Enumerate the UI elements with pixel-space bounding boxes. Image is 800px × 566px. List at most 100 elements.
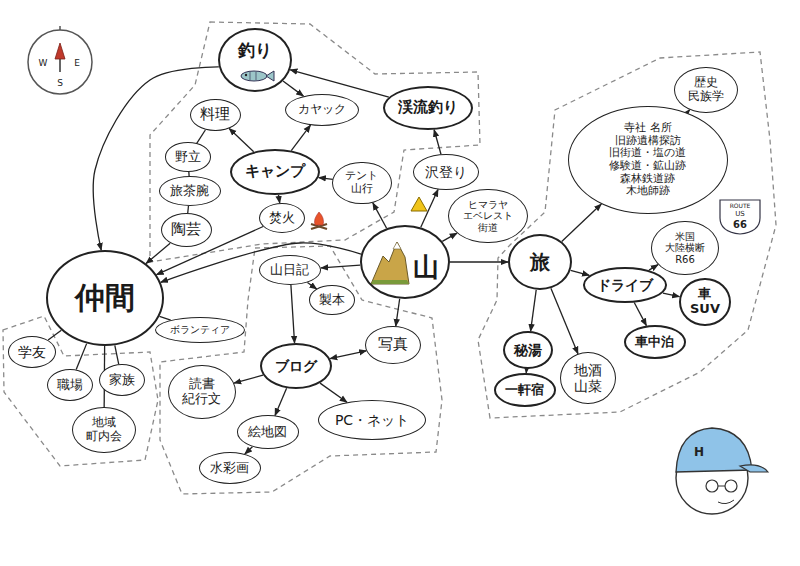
connector-arrow: [48, 330, 61, 340]
fish-icon: [241, 71, 274, 81]
topic-bubble: 読書 紀行文: [168, 365, 236, 419]
mountain-icon: [371, 242, 409, 284]
main-topic-bubble: ブログ: [260, 343, 332, 389]
topic-label: 写真: [378, 336, 408, 353]
connector-arrow: [76, 344, 86, 370]
connector-arrow: [663, 293, 679, 296]
topic-bubble: 写真: [365, 326, 421, 364]
connector-arrow: [421, 189, 438, 227]
topic-bubble: 絵地図: [237, 415, 300, 449]
main-topic-bubble: 一軒宿: [494, 373, 557, 407]
connector-arrow: [321, 265, 360, 268]
main-topic-bubble: キャンプ: [230, 149, 320, 195]
tent-icon: [411, 197, 427, 211]
topic-bubble: 家族: [99, 364, 145, 396]
topic-label: 山: [413, 253, 439, 283]
route-sign-text: 66: [733, 220, 747, 230]
cap-letter: H: [694, 446, 704, 458]
topic-bubble: 寺社 名所 旧跡遺構探訪 旧街道・塩の道 修験道・鉱山跡 森林鉄道跡 木地師跡: [568, 106, 728, 215]
route-sign-text: ROUTE: [730, 203, 751, 209]
topic-label: 沢登り: [425, 164, 467, 180]
main-topic-bubble: 山: [360, 225, 450, 299]
compass-letter: S: [57, 79, 63, 88]
connector-arrow: [320, 383, 347, 402]
topic-label: 地域 町内会: [84, 416, 124, 444]
group-outline: [160, 246, 442, 494]
connector-arrow: [291, 125, 310, 150]
connector-arrow: [562, 204, 602, 241]
connector-arrow: [283, 81, 303, 96]
connector-arrow: [146, 243, 170, 263]
topic-label: 秘湯: [514, 342, 542, 358]
topic-label: 渓流釣り: [398, 99, 458, 116]
topic-bubble: カヤック: [285, 94, 359, 126]
connector-arrow: [278, 195, 279, 203]
connector-arrow: [319, 178, 333, 180]
topic-label: 製本: [319, 293, 345, 308]
topic-label: ドライブ: [597, 277, 653, 293]
compass-arrow: [55, 43, 65, 59]
topic-label: 車中泊: [635, 335, 674, 350]
topic-label: 陶芸: [171, 221, 201, 238]
topic-bubble: 沢登り: [413, 154, 480, 190]
topic-bubble: 山日記: [259, 255, 322, 285]
topic-label: 旅茶腕: [170, 184, 209, 199]
topic-label: 家族: [109, 373, 135, 388]
topic-label: 一軒宿: [505, 383, 544, 398]
compass-needle: [59, 58, 61, 72]
topic-label: ブログ: [275, 358, 317, 374]
connector-arrow: [396, 299, 400, 326]
topic-label: 絵地図: [248, 425, 287, 440]
compass-letter: E: [74, 59, 80, 68]
compass-letter: W: [39, 59, 48, 68]
connector-arrow: [434, 130, 441, 154]
topic-label: 車 SUV: [689, 287, 720, 317]
connector-arrow: [115, 345, 119, 364]
topic-label: 焚火: [269, 211, 295, 226]
topic-label: テント 山行: [344, 170, 380, 195]
compass: [28, 26, 92, 94]
topic-label: 仲間: [75, 281, 135, 316]
connector-arrow: [291, 285, 295, 343]
connector-arrow: [551, 288, 578, 353]
topic-bubble: テント 山行: [332, 162, 391, 205]
topic-label: カヤック: [298, 103, 346, 117]
connector-arrow: [187, 206, 189, 213]
main-topic-bubble: 渓流釣り: [383, 86, 473, 130]
topic-label: 山日記: [270, 263, 309, 278]
main-topic-bubble: 車 SUV: [679, 278, 732, 327]
topic-bubble: ヒマラヤ エベレスト 街道: [448, 189, 528, 244]
compass-ring: [28, 30, 92, 94]
route-shield: [720, 200, 760, 234]
connector-arrow: [245, 447, 253, 454]
topic-label: PC・ネット: [335, 412, 409, 428]
topic-bubble: 野立: [165, 142, 211, 171]
connector-arrow: [571, 270, 590, 275]
main-topic-bubble: 仲間: [46, 250, 164, 346]
connector-arrow: [229, 128, 254, 151]
connector-arrow: [93, 67, 219, 250]
topic-label: 職場: [57, 378, 83, 393]
route-sign-text: US: [735, 211, 745, 218]
topic-label: 野立: [175, 150, 201, 165]
topic-label: ヒマラヤ エベレスト 街道: [462, 199, 514, 234]
group-outline: [150, 22, 480, 262]
topic-bubble: 学友: [8, 336, 56, 368]
topic-bubble: 米国 大陸横断 R66: [651, 221, 719, 276]
connector-arrow: [330, 351, 366, 359]
topic-label: 旅: [530, 251, 550, 274]
topic-bubble: ボランティア: [155, 317, 245, 343]
main-topic-bubble: ドライブ: [583, 267, 668, 303]
main-topic-bubble: 秘湯: [503, 331, 553, 369]
topic-label: 読書 紀行文: [181, 377, 224, 407]
topic-bubble: PC・ネット: [318, 400, 426, 440]
connector-arrow: [197, 130, 206, 143]
topic-label: 料理: [200, 106, 230, 123]
connector-arrow: [234, 375, 263, 383]
main-topic-bubble: 車中泊: [624, 325, 687, 359]
topic-bubble: 地域 町内会: [72, 407, 135, 453]
topic-bubble: 水彩画: [199, 452, 262, 484]
connector-arrow: [290, 70, 389, 97]
main-topic-bubble: 釣り: [218, 28, 292, 92]
campfire-icon: [311, 212, 327, 229]
